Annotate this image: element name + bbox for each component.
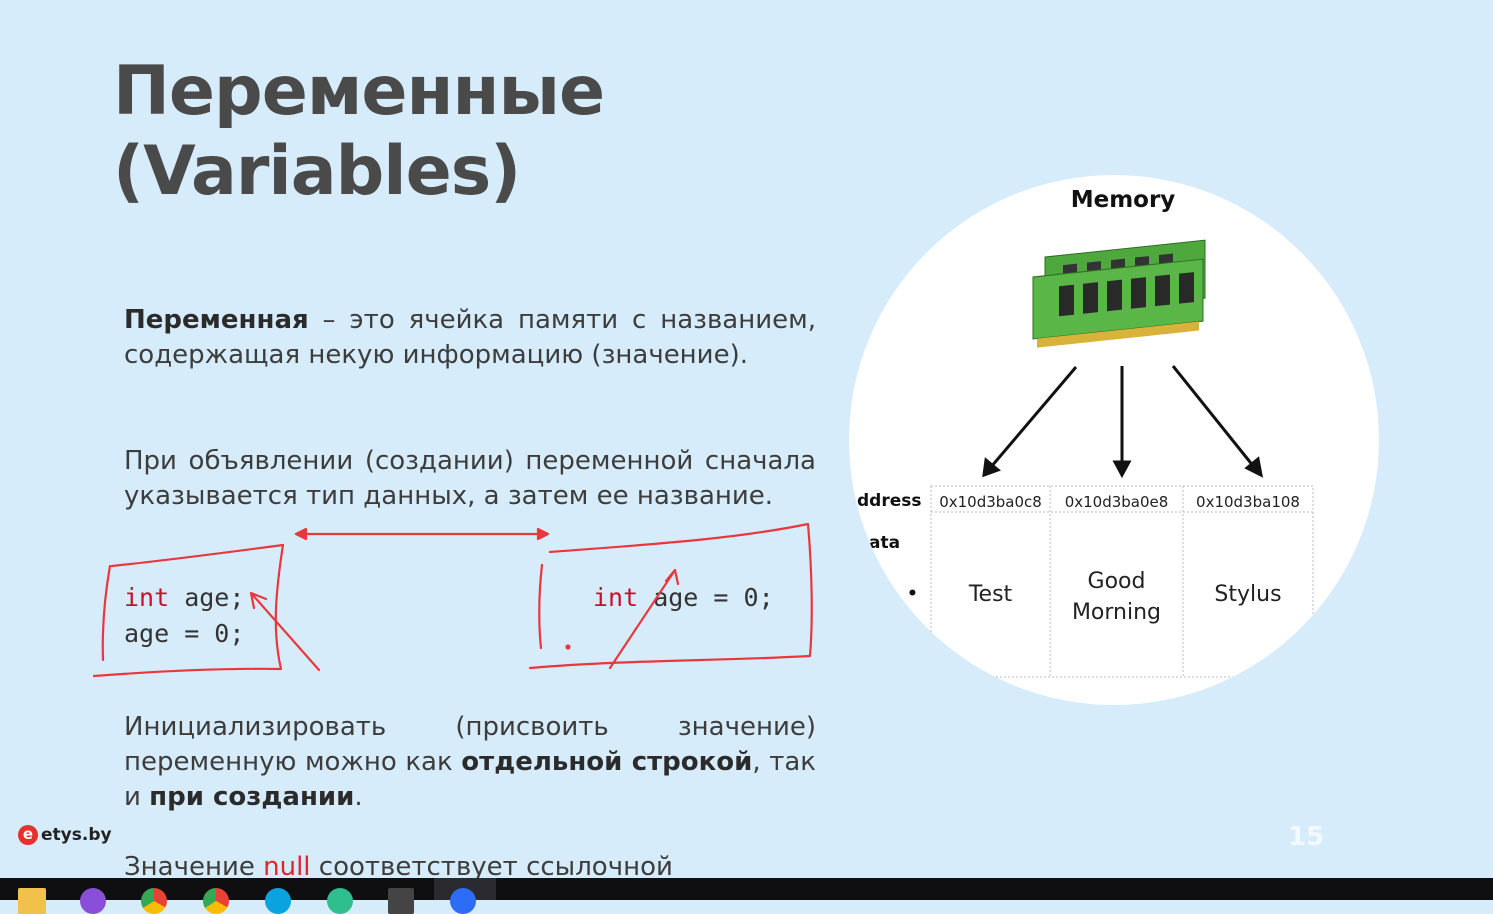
declaration-paragraph: При объявлении (создании) переменной сна… (124, 446, 816, 511)
initialization-bold-1: отдельной строкой (461, 747, 753, 777)
null-text: Значение (124, 852, 264, 878)
definition-term: Переменная (124, 305, 309, 335)
terminal-icon[interactable] (388, 888, 414, 914)
initialization-paragraph: Инициализировать (присвоить значение) пе… (124, 710, 816, 815)
code-example-separate: int age; age = 0; (124, 580, 244, 652)
annotation-arrow-left (249, 591, 321, 672)
ram-stick-icon (930, 239, 1314, 678)
initialization-text: Инициализировать (присвоить значение) пе… (124, 712, 816, 777)
code-keyword: int (593, 583, 639, 612)
code-keyword: int (124, 583, 170, 612)
zoom-icon[interactable] (450, 888, 476, 914)
memory-arrow-right (1171, 365, 1256, 468)
chrome-icon-2[interactable] (203, 888, 229, 914)
null-keyword: null (263, 852, 311, 878)
slide-title: Переменные (Variables) (113, 52, 605, 212)
memory-cell-data-2: Good Morning (1071, 569, 1162, 625)
memory-cell-data-3: Stylus (1214, 582, 1282, 607)
logo-mark-icon: e (18, 825, 38, 845)
memory-arrow-left (989, 366, 1078, 468)
initialization-text-mid: , так и (124, 747, 816, 812)
memory-diagram: Memory (849, 175, 1379, 705)
memory-cell-data-1: Test (968, 582, 1013, 607)
row-label-address: ddress (857, 491, 922, 511)
page-number: 15 (1288, 822, 1325, 852)
code-example-inline: int age = 0; (593, 580, 774, 616)
definition-paragraph: Переменная – это ячейка памяти с названи… (124, 303, 816, 373)
skype-icon[interactable] (265, 888, 291, 914)
null-text-end: соответствует ссылочной (310, 852, 673, 878)
code-text: age = 0; (124, 619, 245, 648)
app-icon[interactable] (80, 888, 106, 914)
memory-cell-address-2: 0x10d3ba0e8 (1064, 493, 1169, 511)
null-paragraph: Значение null соответствует ссылочной (124, 850, 816, 878)
logo-text: etys.by (41, 825, 112, 845)
initialization-bold-2: при создании (149, 782, 355, 812)
title-line-2: (Variables) (113, 132, 521, 211)
presentation-slide: Переменные (Variables) Переменная – это … (18, 52, 1379, 878)
memory-cell-address-1: 0x10d3ba0c8 (939, 493, 1042, 511)
memory-cell-address-3: 0x10d3ba108 (1196, 493, 1300, 511)
initialization-text-end: . (354, 782, 363, 812)
memory-title: Memory (1070, 187, 1176, 213)
row-label-data: ata (869, 533, 901, 553)
code-text: age = 0; (638, 583, 774, 612)
etys-logo: e etys.by (18, 825, 112, 845)
edge-icon[interactable] (327, 888, 353, 914)
title-line-1: Переменные (113, 52, 605, 131)
file-explorer-icon[interactable] (18, 888, 46, 914)
chrome-icon[interactable] (141, 888, 167, 914)
code-text: age; (169, 583, 245, 612)
row-label-bullet: • (907, 584, 918, 604)
definition-text: – это ячейка памяти с названием, содержа… (124, 305, 816, 370)
taskbar (0, 878, 1493, 914)
